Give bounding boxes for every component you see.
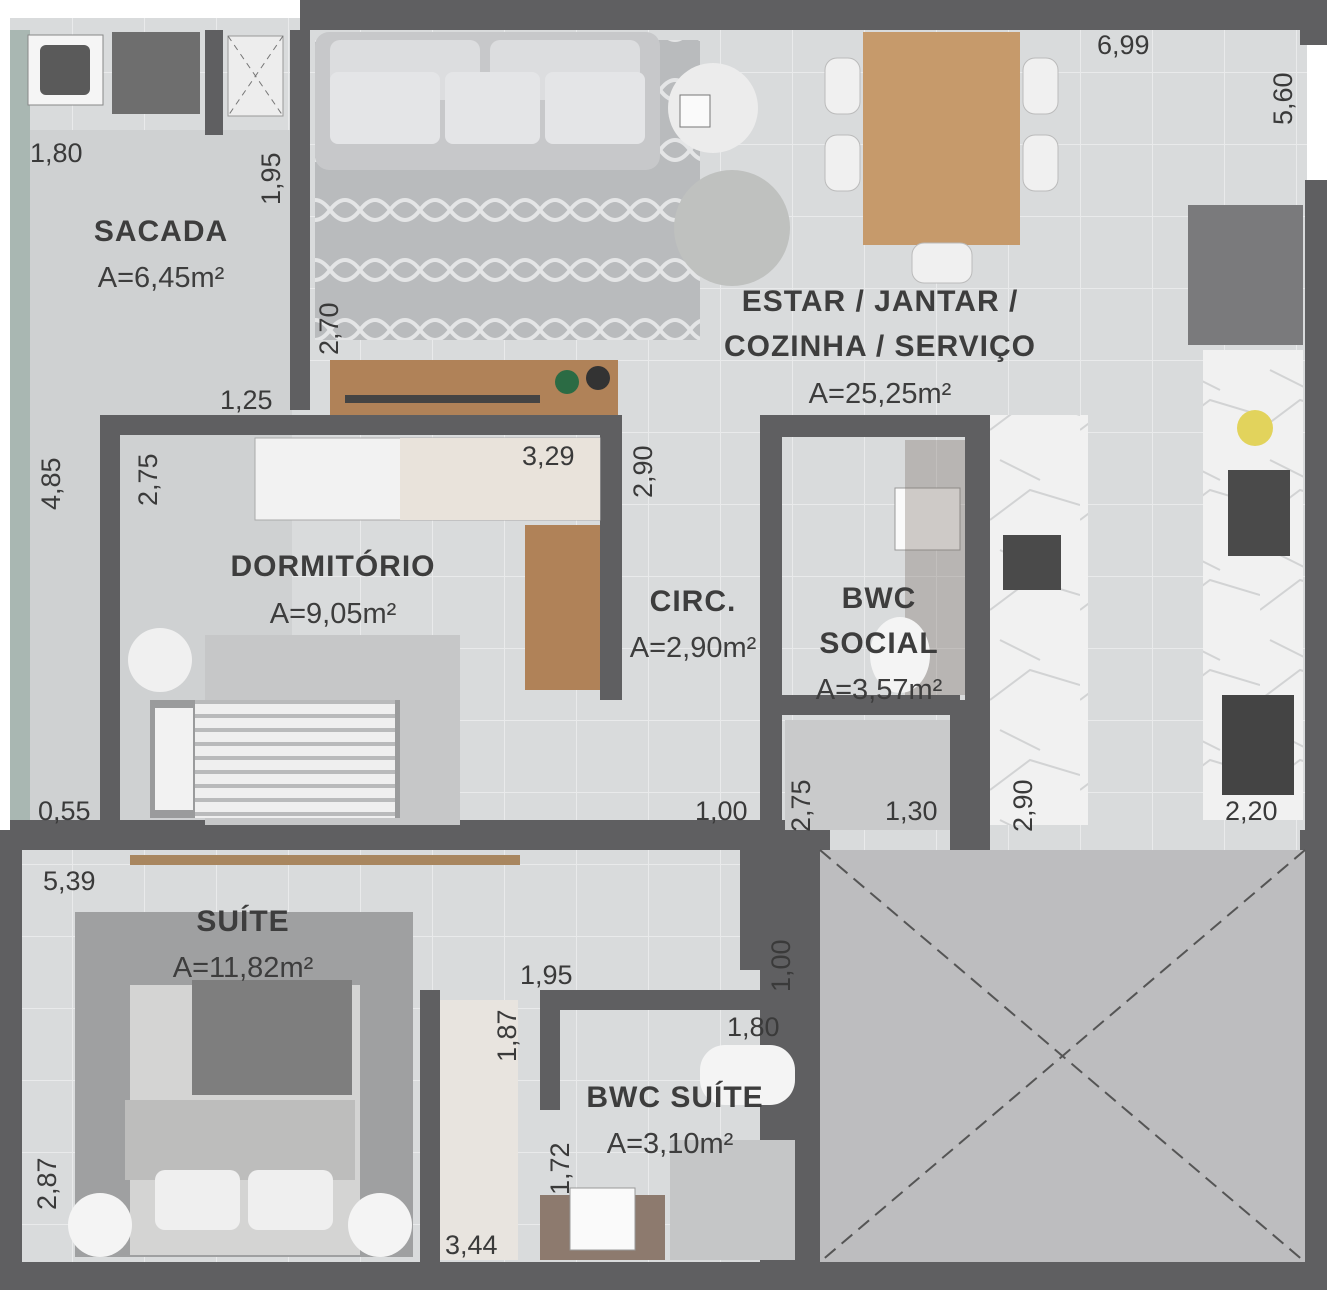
dim-sacada-wall2: 2,70	[314, 302, 344, 355]
dining-chairs	[824, 57, 1059, 284]
dim-bwc-suite-depth: 1,72	[545, 1142, 575, 1195]
room-name-estar-line2: COZINHA / SERVIÇO	[723, 330, 1037, 363]
nightstand	[128, 628, 192, 692]
dim-circ-depth: 2,90	[628, 445, 658, 498]
room-area-estar: A=25,25m²	[808, 378, 952, 410]
kitchen-sink	[1228, 470, 1290, 556]
dim-sacada-wall: 1,95	[256, 152, 286, 205]
room-area-suite: A=11,82m²	[172, 952, 314, 984]
dim-sacada-width: 1,80	[30, 138, 83, 168]
room-name-bwc-suite: BWC SUÍTE	[586, 1081, 764, 1114]
dim-dorm-width: 3,29	[522, 441, 575, 471]
room-area-circ: A=2,90m²	[629, 632, 757, 664]
room-area-sacada: A=6,45m²	[97, 262, 225, 294]
dim-suite-depth: 2,87	[32, 1157, 62, 1210]
room-name-suite: SUÍTE	[196, 905, 290, 938]
bwc-social-vanity	[894, 487, 961, 551]
dim-kitchen-width: 2,20	[1225, 796, 1278, 826]
room-area-bwc-suite: A=3,10m²	[606, 1128, 734, 1160]
dim-bwc-suite-width: 1,95	[520, 960, 573, 990]
dim-bwc-social-width: 1,30	[885, 796, 938, 826]
dim-dorm-bottom: 0,55	[38, 796, 91, 826]
room-area-bwc-social: A=3,57m²	[815, 674, 943, 706]
dim-left-wall: 4,85	[36, 457, 66, 510]
armchair	[674, 170, 790, 286]
dining-table	[863, 32, 1020, 245]
dim-bwc-suite-inner: 1,80	[727, 1012, 780, 1042]
room-name-estar-line1: ESTAR / JANTAR /	[741, 285, 1019, 318]
room-name-dormitorio: DORMITÓRIO	[230, 550, 436, 583]
dim-closet-width: 3,44	[445, 1230, 498, 1260]
room-name-sacada: SACADA	[93, 215, 229, 248]
dim-dorm-depth: 2,75	[133, 453, 163, 506]
room-area-dormitorio: A=9,05m²	[269, 598, 397, 630]
dim-estar-depth: 5,60	[1268, 72, 1298, 125]
room-name-bwc-social-line1: BWC	[841, 582, 917, 615]
dim-suite-width: 5,39	[43, 866, 96, 896]
glass-rail	[10, 30, 30, 830]
dim-kitchen-depth: 2,90	[1008, 779, 1038, 832]
grill	[112, 32, 200, 114]
dim-closet-depth: 1,87	[492, 1009, 522, 1062]
dim-shaft: 1,00	[766, 939, 796, 992]
room-name-bwc-social-line2: SOCIAL	[819, 627, 939, 660]
fridge	[1188, 205, 1303, 345]
dim-circ-width: 1,00	[695, 796, 748, 826]
dim-estar-width: 6,99	[1097, 30, 1150, 60]
room-name-circ: CIRC.	[649, 585, 737, 618]
dim-sacada-bottom: 1,25	[220, 385, 273, 415]
closet	[440, 1000, 518, 1260]
side-table	[668, 63, 758, 153]
kitchen-island	[990, 415, 1088, 825]
cooktop	[1222, 695, 1294, 795]
dim-bwc-social-depth: 2,75	[786, 779, 816, 832]
